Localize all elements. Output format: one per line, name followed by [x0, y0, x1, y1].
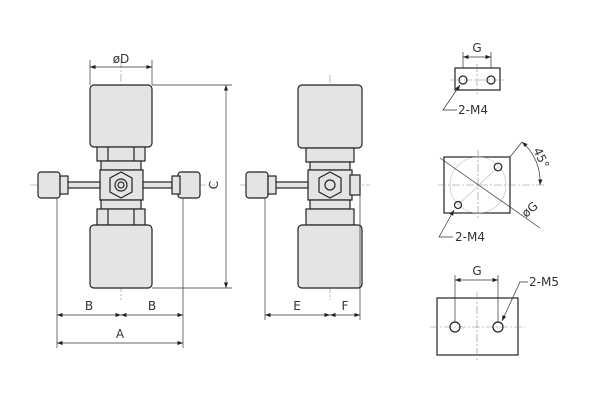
front-view-dimensions: øD C B B A [56, 52, 232, 348]
left-tube [65, 181, 101, 189]
side-view-dimensions: E F [264, 195, 361, 320]
dim-label-b-right: B [148, 299, 156, 313]
front-view-valve [30, 60, 215, 300]
dim-label-a: A [116, 327, 125, 341]
lower-hex-nut [96, 208, 146, 226]
upper-cap [89, 84, 153, 148]
dim-label-b-left: B [85, 299, 93, 313]
upper-hex-nut [96, 146, 146, 162]
left-fitting [37, 171, 61, 199]
dim-label-od: øD [113, 52, 130, 66]
thread-label-bottom: 2-M5 [529, 275, 559, 289]
dim-label-c: C [207, 181, 221, 189]
side-view-valve [240, 75, 370, 300]
port-hex [109, 171, 133, 199]
right-fitting [177, 171, 201, 199]
lower-cap [89, 224, 153, 289]
dim-label-e: E [293, 299, 301, 313]
dim-label-og: øG [519, 199, 541, 220]
thread-label-diagonal: 2-M4 [455, 230, 485, 244]
angle-label: 45° [530, 145, 552, 170]
mount-pattern-top: G 2-M4 [442, 41, 505, 117]
mount-pattern-bottom: G 2-M5 [430, 264, 559, 360]
right-tube [142, 181, 173, 189]
dim-label-g-top: G [472, 41, 481, 55]
dim-label-f: F [342, 299, 349, 313]
dim-label-g-bottom: G [472, 264, 481, 278]
mount-pattern-diagonal: 45° øG 2-M4 [438, 141, 552, 244]
thread-label-top: 2-M4 [458, 103, 488, 117]
